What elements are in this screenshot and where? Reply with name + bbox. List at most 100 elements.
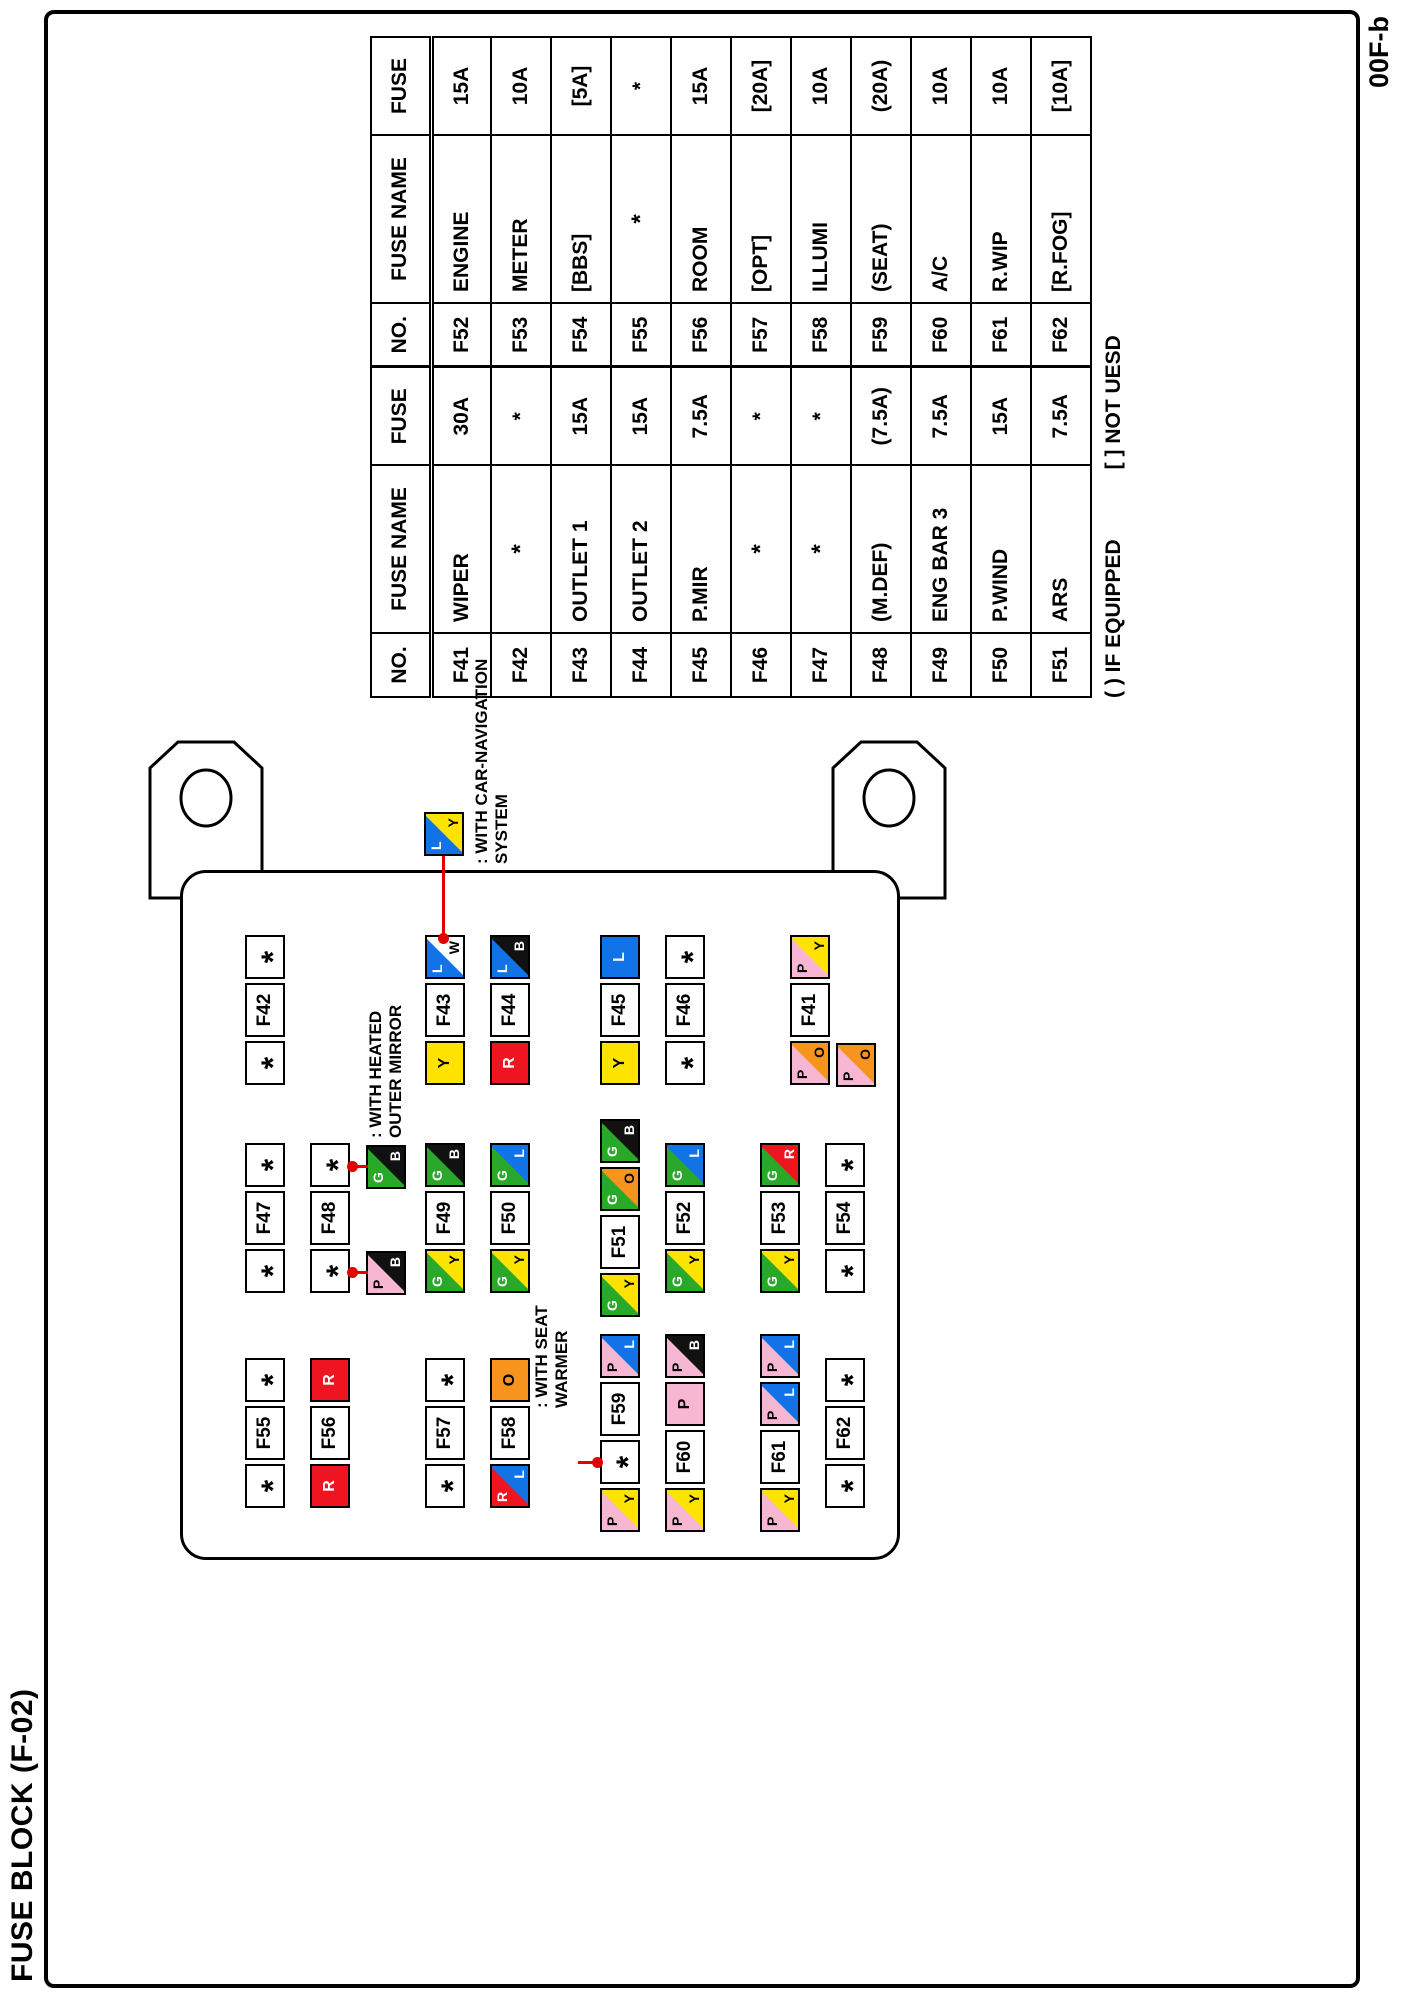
fuse-name-cell: * <box>491 465 551 633</box>
star-box: * <box>245 935 285 979</box>
fuse-no-cell: F52 <box>431 303 491 367</box>
fuse-amp-cell: (20A) <box>851 37 911 135</box>
fuse-amp-cell: 30A <box>431 367 491 465</box>
fuse-name-cell: [OPT] <box>731 135 791 303</box>
fuse-no-cell: F46 <box>731 633 791 697</box>
option-connector-dot <box>347 1161 358 1172</box>
wire-color-box: Y <box>600 1041 640 1085</box>
fuse-name-cell: ROOM <box>671 135 731 303</box>
fuse-amp-cell: * <box>491 367 551 465</box>
fuse-amp-cell: 7.5A <box>911 367 971 465</box>
fuse-name-cell: * <box>731 465 791 633</box>
fuse-name-cell: METER <box>491 135 551 303</box>
fuse-entry-f55: *F55* <box>245 1358 285 1508</box>
table-footnote: ( ) IF EQUIPPED [ ] NOT UESD <box>1102 335 1126 698</box>
fuse-label: F62 <box>825 1406 865 1460</box>
fuse-label: F52 <box>665 1191 705 1245</box>
fuse-no-cell: F56 <box>671 303 731 367</box>
star-box: * <box>425 1464 465 1508</box>
fuse-amp-cell: * <box>731 367 791 465</box>
fuse-amp-cell: 15A <box>971 367 1031 465</box>
star-box: * <box>310 1249 350 1293</box>
table-header: FUSE <box>371 37 431 135</box>
table-row: F48(M.DEF)(7.5A)F59(SEAT)(20A) <box>851 37 911 697</box>
star-box: * <box>825 1358 865 1402</box>
fuse-label: F45 <box>600 983 640 1037</box>
star-box: * <box>825 1143 865 1187</box>
fuse-label: F57 <box>425 1406 465 1460</box>
fuse-amp-cell: [5A] <box>551 37 611 135</box>
fuse-no-cell: F53 <box>491 303 551 367</box>
fuse-name-cell: ILLUMI <box>791 135 851 303</box>
fuse-amp-cell: 10A <box>491 37 551 135</box>
fuse-entry-f42: *F42* <box>245 935 285 1085</box>
fuse-no-cell: F60 <box>911 303 971 367</box>
fuse-name-cell: * <box>791 465 851 633</box>
fuse-label: F43 <box>425 983 465 1037</box>
fuse-no-cell: F57 <box>731 303 791 367</box>
fuse-no-cell: F44 <box>611 633 671 697</box>
fuse-entry-f46: *F46* <box>665 935 705 1085</box>
fuse-amp-cell: 15A <box>611 367 671 465</box>
fuse-label: F56 <box>310 1406 350 1460</box>
fuse-label: F49 <box>425 1191 465 1245</box>
fuse-no-cell: F58 <box>791 303 851 367</box>
fuse-entry-f62: *F62* <box>825 1358 865 1508</box>
fuse-no-cell: F51 <box>1031 633 1091 697</box>
fuse-label: F47 <box>245 1191 285 1245</box>
fuse-name-cell: A/C <box>911 135 971 303</box>
fuse-name-cell: OUTLET 2 <box>611 465 671 633</box>
fuse-name-cell: ENGINE <box>431 135 491 303</box>
table-header: NO. <box>371 633 431 697</box>
fuse-name-cell: R.WIP <box>971 135 1031 303</box>
fuse-entry-f57: *F57* <box>425 1358 465 1508</box>
wire-color-box: R <box>310 1464 350 1508</box>
fuse-no-cell: F43 <box>551 633 611 697</box>
fuse-name-cell: OUTLET 1 <box>551 465 611 633</box>
fuse-amp-cell: 7.5A <box>1031 367 1091 465</box>
star-box: * <box>825 1249 865 1293</box>
fuse-amp-cell: 15A <box>671 37 731 135</box>
table-row: F46**F57[OPT][20A] <box>731 37 791 697</box>
fuse-label: F54 <box>825 1191 865 1245</box>
wire-color-box: L <box>600 935 640 979</box>
star-box: * <box>245 1041 285 1085</box>
star-box: * <box>425 1358 465 1402</box>
fuse-no-cell: F55 <box>611 303 671 367</box>
fuse-label: F48 <box>310 1191 350 1245</box>
fuse-label: F53 <box>760 1191 800 1245</box>
not-used-note: [ ] NOT UESD <box>1102 335 1125 470</box>
fuse-amp-cell: 7.5A <box>671 367 731 465</box>
fuse-name-cell: ENG BAR 3 <box>911 465 971 633</box>
option-connector-line <box>442 854 445 938</box>
bolt-hole <box>179 768 233 828</box>
table-header: FUSE NAME <box>371 135 431 303</box>
